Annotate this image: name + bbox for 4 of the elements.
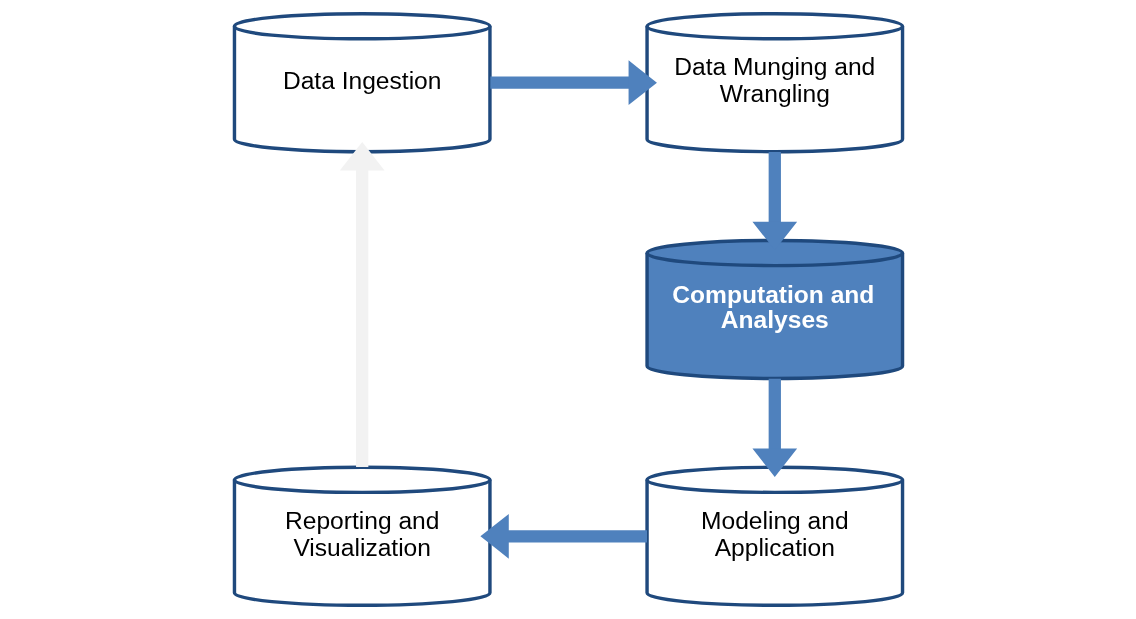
arrow: [489, 60, 657, 106]
arrow: [339, 142, 385, 468]
arrow: [751, 378, 797, 477]
arrow: [479, 513, 647, 559]
